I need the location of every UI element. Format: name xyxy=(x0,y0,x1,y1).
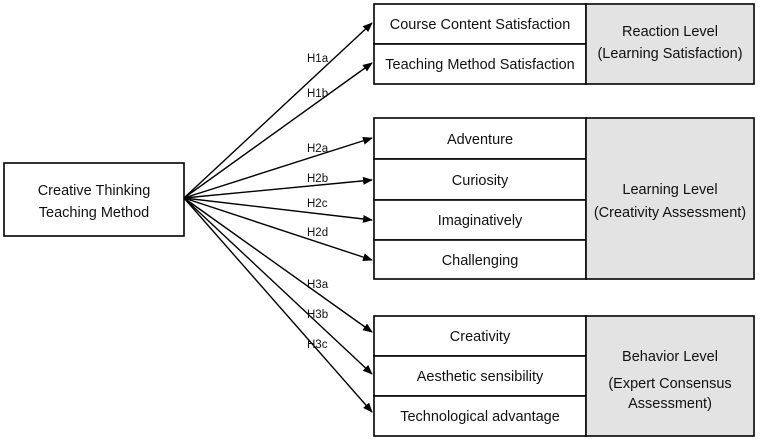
hypothesis-label-h1b: H1b xyxy=(307,88,328,100)
hypothesis-label-h3a: H3a xyxy=(307,279,329,291)
item-box-adventure xyxy=(373,117,587,160)
hypothesis-label-h2a: H2a xyxy=(307,143,329,155)
source-label-line-1: Creative Thinking xyxy=(38,183,151,199)
arrow-h2d xyxy=(183,197,373,261)
group-learning-level: Adventure Curiosity Imaginatively Challe… xyxy=(373,117,755,280)
group-reaction-level: Course Content Satisfaction Teaching Met… xyxy=(373,3,755,85)
level-box-behavior xyxy=(585,315,755,437)
level-subtitle-reaction: (Learning Satisfaction) xyxy=(597,46,742,62)
arrow-h2a xyxy=(183,136,373,199)
hypothesis-labels: H1a H1b H2a H2b H2c H2d H3a H3b H3c xyxy=(307,53,329,351)
hypothesis-label-h2b: H2b xyxy=(307,173,328,185)
source-node: Creative Thinking Teaching Method xyxy=(3,162,185,237)
item-box-curiosity xyxy=(373,158,587,201)
arrow-h2c xyxy=(183,197,373,223)
source-label-line-2: Teaching Method xyxy=(39,205,149,221)
hypothesis-label-h2d: H2d xyxy=(307,227,328,239)
level-subtitle-behavior-line-2: Assessment) xyxy=(628,396,712,412)
item-label-aesthetic-sensibility: Aesthetic sensibility xyxy=(417,369,544,385)
item-box-challenging xyxy=(373,239,587,280)
level-title-reaction: Reaction Level xyxy=(622,24,718,40)
arrow-h1b xyxy=(183,62,373,199)
level-box-reaction xyxy=(585,3,755,85)
hypothesis-label-h2c: H2c xyxy=(307,198,328,210)
item-label-imaginatively: Imaginatively xyxy=(438,213,523,229)
item-label-curiosity: Curiosity xyxy=(452,173,509,189)
item-label-technological-advantage: Technological advantage xyxy=(400,409,560,425)
level-box-learning xyxy=(585,117,755,280)
level-subtitle-learning: (Creativity Assessment) xyxy=(594,205,746,221)
item-box-teaching-method-satisfaction xyxy=(373,43,587,85)
arrow-h3c xyxy=(183,197,373,413)
item-box-creativity xyxy=(373,315,587,357)
item-label-challenging: Challenging xyxy=(442,253,519,269)
arrow-h3b xyxy=(183,197,373,375)
arrow-h3a xyxy=(183,197,373,333)
item-box-technological-advantage xyxy=(373,395,587,437)
hypothesis-label-h1a: H1a xyxy=(307,53,329,65)
arrow-h1a xyxy=(183,22,373,199)
item-label-adventure: Adventure xyxy=(447,132,513,148)
hypothesis-label-h3c: H3c xyxy=(307,339,328,351)
source-box xyxy=(3,162,185,237)
item-label-teaching-method-satisfaction: Teaching Method Satisfaction xyxy=(385,57,574,73)
hypothesis-arrows xyxy=(183,22,373,413)
level-title-learning: Learning Level xyxy=(622,182,717,198)
level-title-behavior: Behavior Level xyxy=(622,349,718,365)
item-label-creativity: Creativity xyxy=(450,329,511,345)
hypothesis-label-h3b: H3b xyxy=(307,309,328,321)
level-subtitle-behavior-line-1: (Expert Consensus xyxy=(608,376,731,392)
item-label-course-content-satisfaction: Course Content Satisfaction xyxy=(390,17,571,33)
arrow-h2b xyxy=(183,176,373,199)
group-behavior-level: Creativity Aesthetic sensibility Technol… xyxy=(373,315,755,437)
